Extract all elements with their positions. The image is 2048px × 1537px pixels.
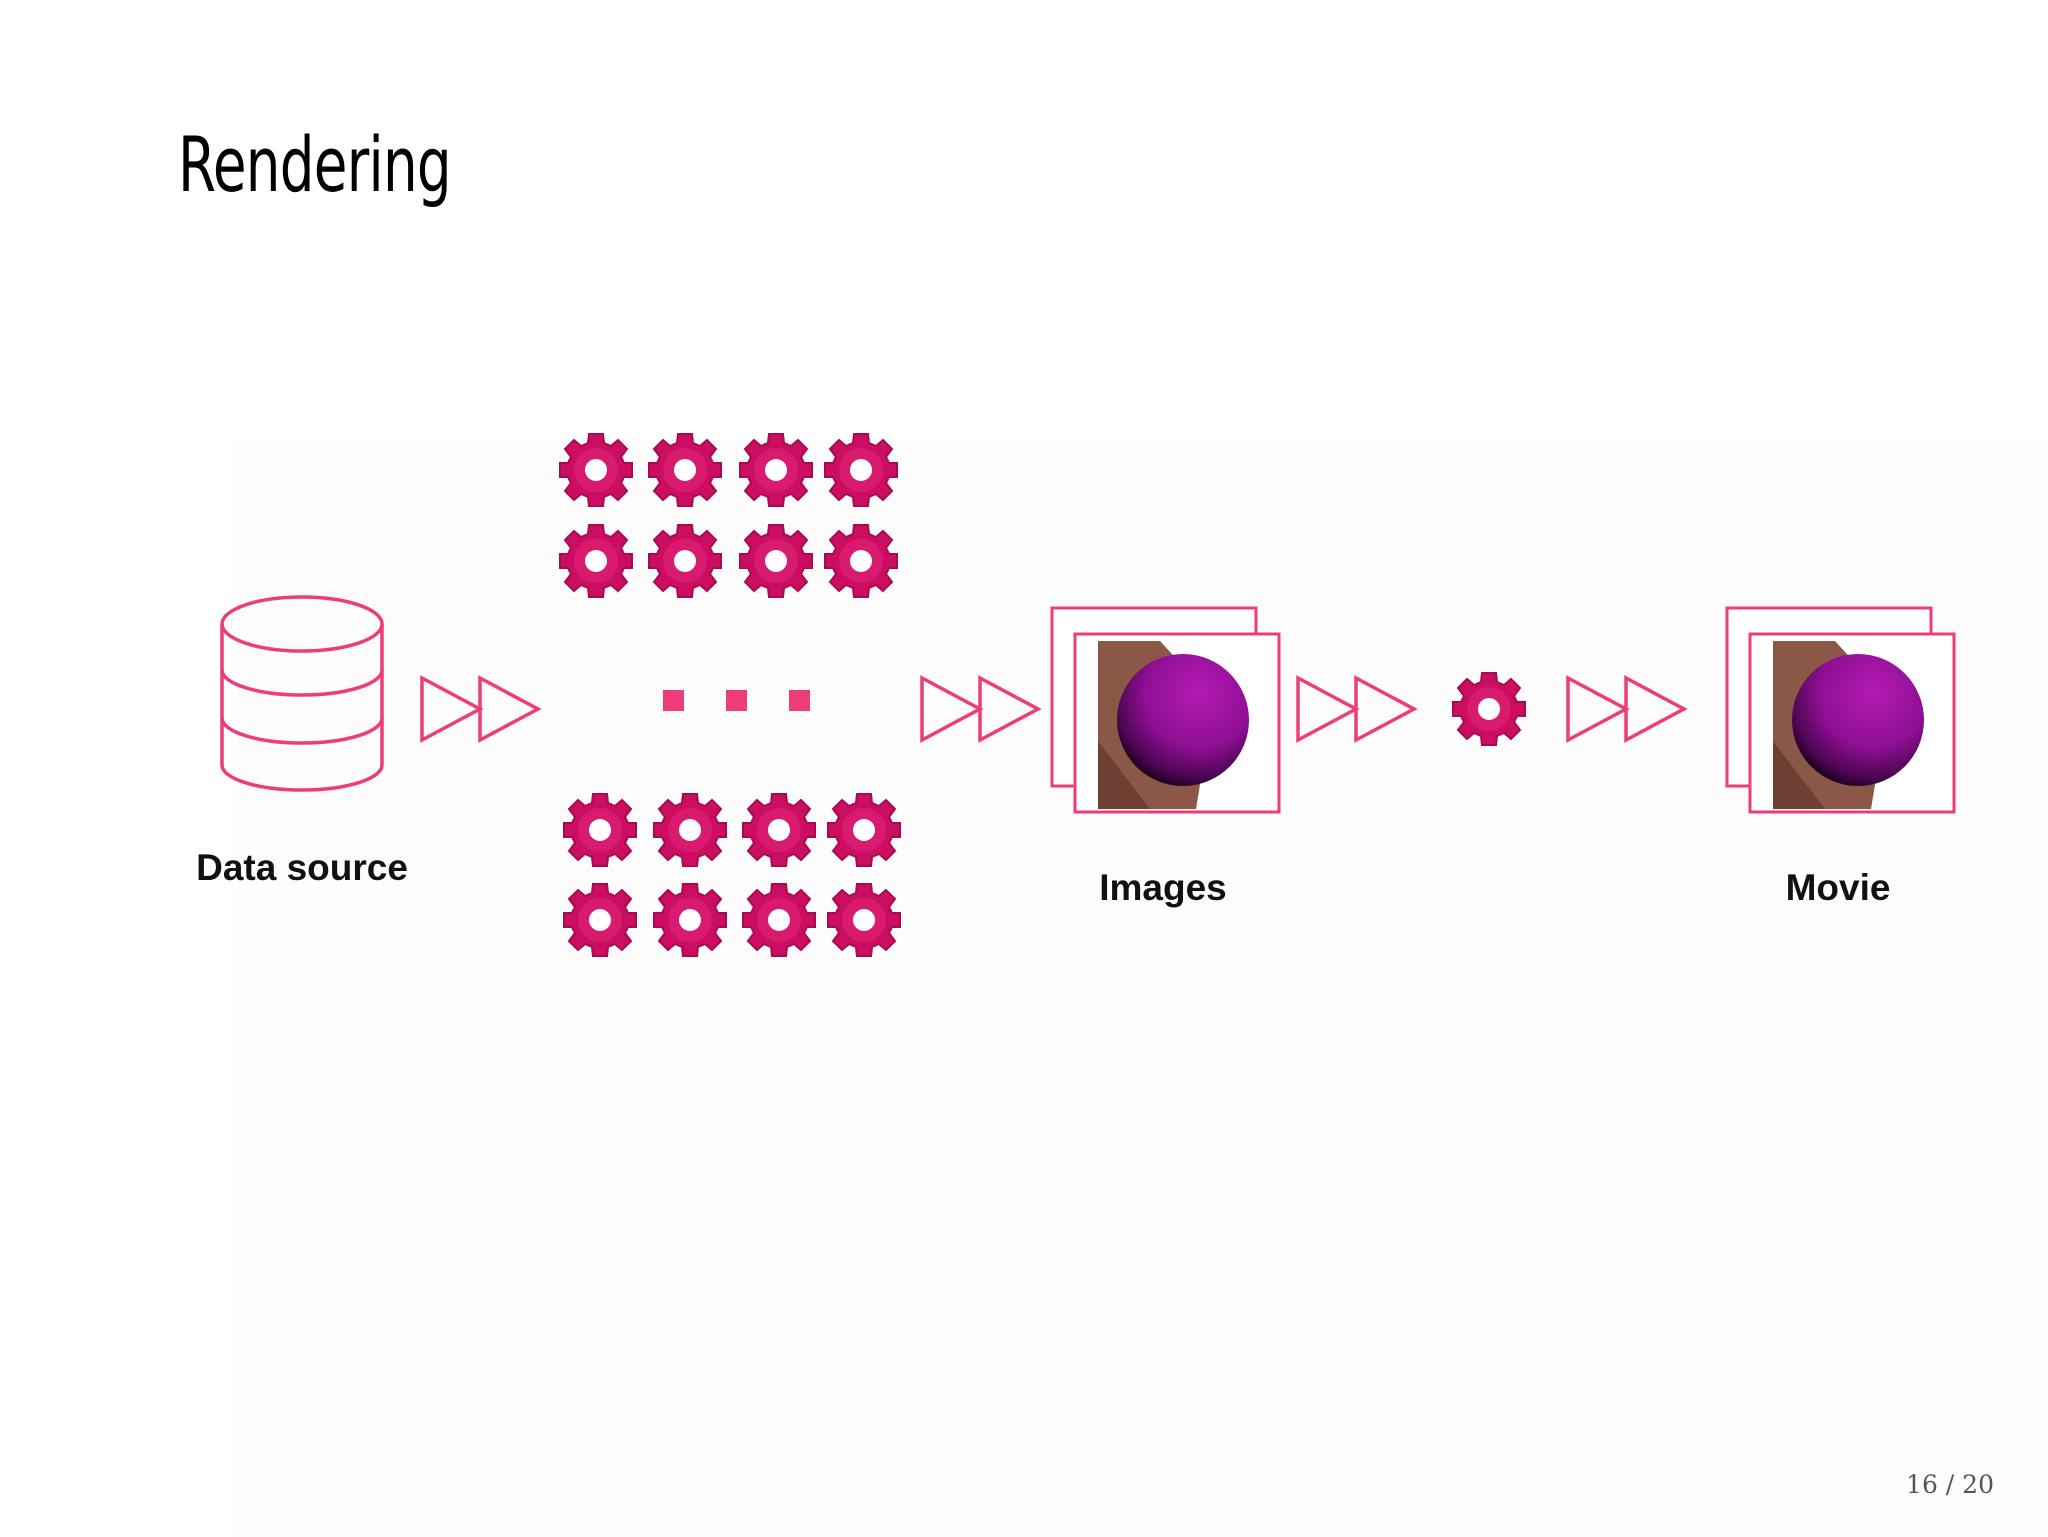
gear-icon — [824, 433, 898, 507]
gear-icon — [563, 793, 637, 867]
gear-icon — [653, 793, 727, 867]
double-arrow-icon — [420, 676, 540, 742]
worker-gears-bottom — [563, 793, 901, 957]
gear-icon — [742, 883, 816, 957]
gear-icon — [742, 793, 816, 867]
gear-icon — [1452, 672, 1526, 746]
gear-icon — [739, 524, 813, 598]
double-arrow-icon — [1566, 676, 1686, 742]
gear-icon — [824, 524, 898, 598]
gear-icon — [648, 433, 722, 507]
gear-icon — [563, 883, 637, 957]
gear-icon — [559, 433, 633, 507]
worker-gears-top — [559, 433, 898, 598]
page-number: 16 / 20 — [1906, 1470, 1994, 1499]
gear-icon — [559, 524, 633, 598]
movie-stack-icon — [1725, 606, 1956, 814]
double-arrow-icon — [1296, 676, 1416, 742]
gear-icon — [653, 883, 727, 957]
ellipsis-dots — [663, 690, 810, 711]
movie-label: Movie — [1786, 867, 1891, 908]
images-label: Images — [1099, 867, 1227, 908]
database-icon — [220, 595, 384, 792]
gear-icon — [827, 793, 901, 867]
double-arrow-icon — [920, 676, 1040, 742]
slide-title: Rendering — [178, 120, 452, 209]
gear-icon — [648, 524, 722, 598]
gear-icon — [827, 883, 901, 957]
data-source-label: Data source — [196, 847, 408, 888]
image-stack-icon — [1050, 606, 1281, 814]
gear-icon — [739, 433, 813, 507]
